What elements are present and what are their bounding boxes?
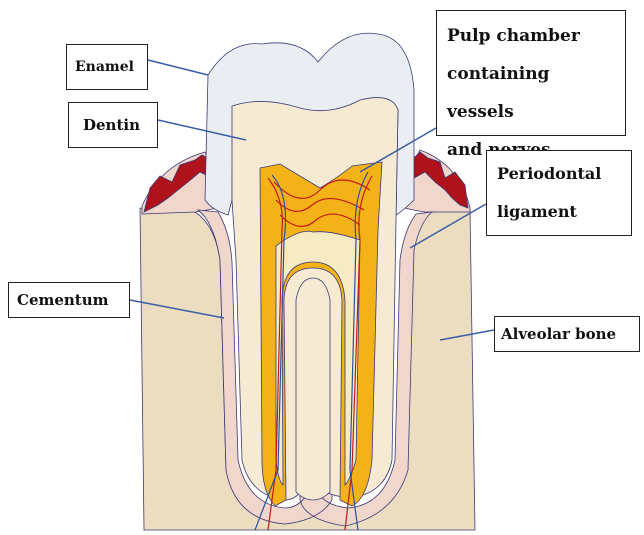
leader-line-enamel xyxy=(148,60,208,75)
root-furcation xyxy=(296,278,330,500)
label-pulp-line-1: Pulp chamber xyxy=(447,17,615,55)
label-cementum-text: Cementum xyxy=(17,291,109,309)
label-alveolar-bone: Alveolar bone xyxy=(494,316,640,352)
label-dentin-text: Dentin xyxy=(83,116,140,134)
label-pulp-chamber: Pulp chamber containing vessels and nerv… xyxy=(436,10,626,136)
label-dentin: Dentin xyxy=(68,102,158,148)
label-periodontal-ligament: Periodontal ligament xyxy=(486,150,632,236)
label-periodontal-line-1: Periodontal xyxy=(497,155,601,193)
label-enamel: Enamel xyxy=(66,44,148,90)
label-cementum: Cementum xyxy=(8,282,130,318)
label-enamel-text: Enamel xyxy=(75,59,134,75)
label-pulp-line-2: containing vessels xyxy=(447,55,615,131)
label-alveolar-text: Alveolar bone xyxy=(501,325,616,343)
label-periodontal-line-2: ligament xyxy=(497,193,601,231)
